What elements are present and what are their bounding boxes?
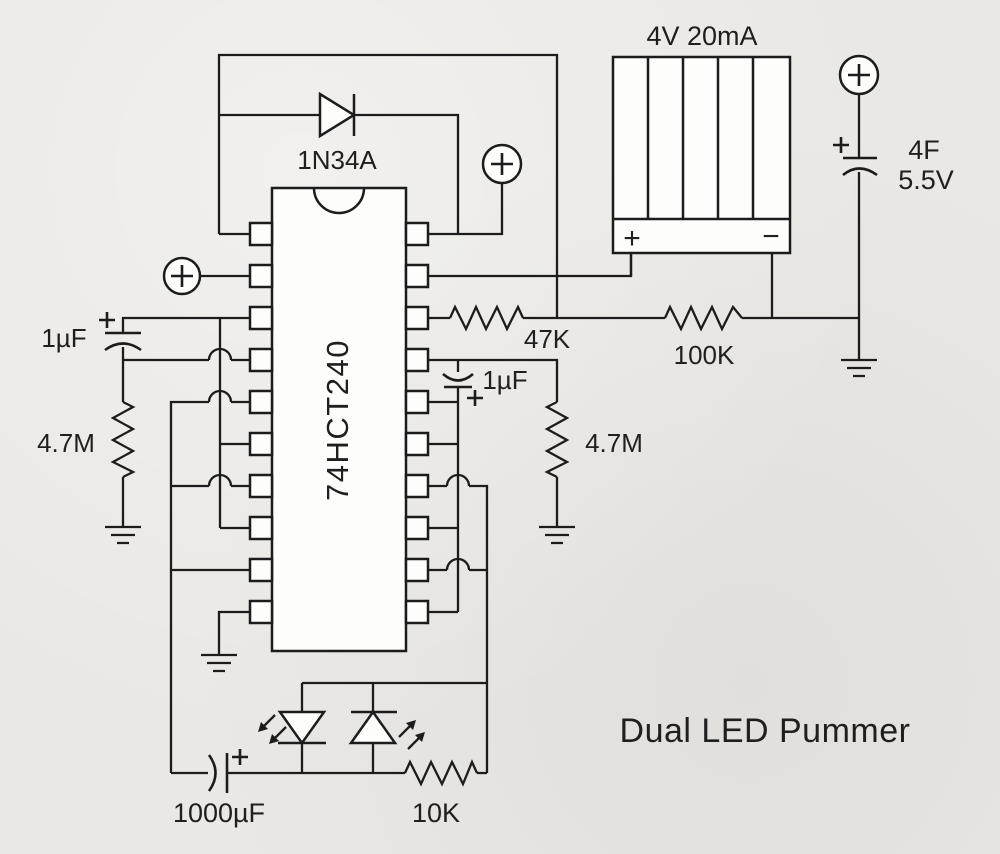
resistor-4.7m-left-label: 4.7M — [37, 428, 95, 458]
wire — [428, 358, 559, 402]
capacitor-1000uf — [207, 749, 248, 793]
wire — [354, 113, 460, 234]
ground-icon-supercap — [841, 358, 877, 378]
polarity-plus-icon — [99, 312, 115, 328]
solar-rating-label: 4V 20mA — [646, 21, 757, 51]
ic-pin — [248, 557, 274, 583]
led-emission-arrows-icon — [398, 720, 425, 750]
wires — [121, 53, 861, 775]
diode-1n34a — [318, 91, 357, 139]
capacitor-1uf-right — [442, 372, 483, 406]
ic-pin — [248, 305, 274, 331]
wire-hop — [207, 473, 233, 487]
ic-pin — [248, 389, 274, 415]
wire-hop — [207, 347, 233, 361]
ground-icon-ic — [201, 653, 237, 673]
ic-pin — [404, 599, 430, 625]
solar-plus-terminal: + — [623, 222, 641, 255]
wire — [217, 610, 250, 655]
resistor-4.7m-right-label: 4.7M — [585, 428, 643, 458]
power-node-icon — [481, 143, 523, 185]
ic-part-number: 74HCT240 — [320, 339, 355, 501]
wire — [428, 183, 504, 236]
ic-pin — [248, 221, 274, 247]
ic-notch-icon — [312, 187, 366, 215]
wire — [121, 316, 250, 333]
led-right — [348, 709, 425, 750]
wire — [469, 484, 489, 773]
led-left — [258, 710, 327, 746]
wire — [169, 400, 209, 773]
ic-pin — [248, 263, 274, 289]
ic-pin — [404, 263, 430, 289]
ic-pin — [248, 347, 274, 373]
ic-pin — [404, 515, 430, 541]
ic-pin — [404, 221, 430, 247]
wire-hop — [445, 557, 471, 571]
cap-1uf-right-label: 1µF — [482, 365, 527, 395]
ic-pin — [248, 599, 274, 625]
schematic-title: Dual LED Pummer — [620, 712, 911, 750]
capacitor-4f-supercap — [833, 137, 878, 177]
wire-hop — [445, 473, 471, 487]
power-node-icon — [838, 54, 880, 96]
polarity-plus-icon — [467, 390, 483, 406]
resistor-4.7m-right — [544, 400, 570, 479]
ground-icon-right — [539, 525, 575, 545]
solar-minus-terminal: − — [762, 220, 780, 253]
ic-pin — [404, 305, 430, 331]
supercap-voltage-label: 5.5V — [898, 165, 954, 195]
led-emission-arrows-icon — [258, 714, 287, 744]
ic-pin — [248, 515, 274, 541]
resistor-10k — [403, 759, 479, 787]
solar-panel: + − — [611, 55, 792, 255]
ic-pin — [404, 473, 430, 499]
ic-pin — [404, 431, 430, 457]
resistor-100k-label: 100K — [674, 340, 735, 370]
cap-1000uf-label: 1000µF — [173, 798, 265, 828]
ic-pin — [404, 557, 430, 583]
resistor-100k — [663, 304, 743, 332]
resistor-47k — [448, 304, 525, 332]
cap-1uf-left-label: 1µF — [41, 323, 86, 353]
capacitor-1uf-left — [99, 312, 142, 352]
resistor-4.7m-left — [110, 400, 136, 479]
resistor-10k-label: 10K — [412, 798, 460, 828]
supercap-capacitance-label: 4F — [908, 135, 940, 165]
resistor-47k-label: 47K — [524, 324, 571, 354]
wire — [428, 253, 633, 278]
ground-icon-left — [105, 525, 141, 545]
ic-74hct240: 74HCT240 — [248, 186, 430, 653]
ic-pin — [404, 347, 430, 373]
power-node-icon — [162, 256, 202, 296]
wire-hop — [207, 389, 233, 403]
polarity-plus-icon — [833, 137, 849, 153]
diode-label: 1N34A — [297, 145, 377, 175]
polarity-plus-icon — [232, 749, 248, 765]
ic-pin — [248, 473, 274, 499]
wire — [217, 53, 559, 318]
ic-pin — [248, 431, 274, 457]
ic-pin — [404, 389, 430, 415]
